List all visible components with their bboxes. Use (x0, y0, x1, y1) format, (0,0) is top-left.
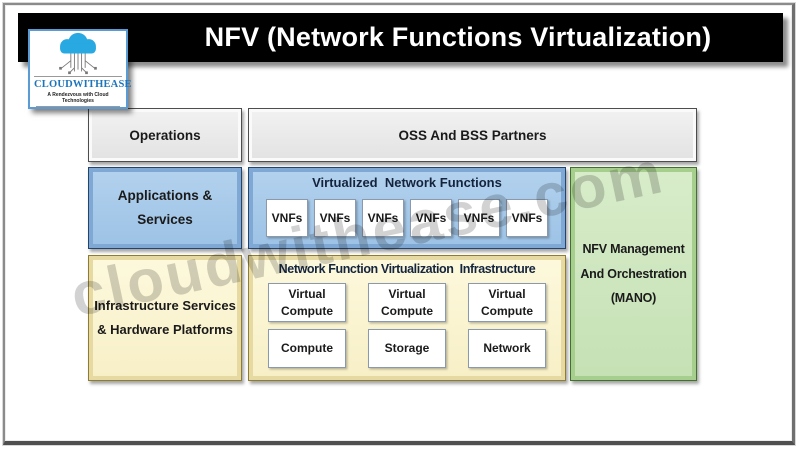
virtual-compute-box: Virtual Compute (268, 283, 346, 322)
infrastructure-box: Infrastructure Services & Hardware Platf… (88, 255, 242, 381)
vnf-label: VNFs (511, 211, 543, 225)
nfvi-title: Network Function Virtualization Infrastr… (278, 262, 536, 276)
vnf-item: VNFs (458, 199, 500, 237)
virtual-compute-box: Virtual Compute (468, 283, 546, 322)
nfvi-virtual-row: Virtual Compute Virtual Compute Virtual … (268, 283, 546, 322)
logo-name: CLOUDWITHEASE (34, 76, 132, 90)
network-label: Network (483, 341, 531, 356)
vnf-row: VNFs VNFs VNFs VNFs VNFs VNFs (266, 199, 548, 237)
virtual-compute-label: Virtual Compute (481, 287, 533, 318)
network-box: Network (468, 329, 546, 368)
vnf-label: VNFs (319, 211, 351, 225)
compute-label: Compute (281, 341, 333, 356)
mano-box: NFV Management And Orchestration (MANO) (570, 167, 697, 381)
applications-services-label: Applications & Services (117, 187, 213, 227)
vnf-layer-title: Virtualized Network Functions (312, 175, 502, 190)
compute-box: Compute (268, 329, 346, 368)
applications-services-box: Applications & Services (88, 167, 242, 249)
title-bar: NFV (Network Functions Virtualization) (18, 13, 783, 62)
mano-label: NFV Management And Orchestration (MANO) (580, 242, 687, 306)
vnf-item: VNFs (410, 199, 452, 237)
vnf-item: VNFs (362, 199, 404, 237)
vnf-item: VNFs (266, 199, 308, 237)
vnf-label: VNFs (463, 211, 495, 225)
nfvi-box: Network Function Virtualization Infrastr… (248, 255, 566, 381)
virtual-compute-label: Virtual Compute (381, 287, 433, 318)
storage-box: Storage (368, 329, 446, 368)
operations-label: Operations (129, 127, 201, 143)
storage-label: Storage (384, 341, 430, 356)
operations-box: Operations (88, 108, 242, 162)
logo: CLOUDWITHEASE A Rendezvous with Cloud Te… (28, 29, 132, 109)
vnf-layer-box: Virtualized Network Functions VNFs VNFs … (248, 167, 566, 249)
vnf-label: VNFs (367, 211, 399, 225)
cloud-circuit-icon (59, 32, 97, 75)
virtual-compute-box: Virtual Compute (368, 283, 446, 322)
oss-bss-partners-label: OSS And BSS Partners (398, 127, 547, 143)
infrastructure-label: Infrastructure Services & Hardware Platf… (94, 297, 236, 337)
virtual-compute-label: Virtual Compute (281, 287, 333, 318)
slide-frame (3, 3, 795, 445)
vnf-label: VNFs (271, 211, 303, 225)
nfvi-resource-row: Compute Storage Network (268, 329, 546, 368)
oss-bss-partners-box: OSS And BSS Partners (248, 108, 697, 162)
vnf-item: VNFs (506, 199, 548, 237)
page-title: NFV (Network Functions Virtualization) (204, 22, 712, 52)
logo-tagline: A Rendezvous with Cloud Technologies (36, 90, 120, 107)
vnf-item: VNFs (314, 199, 356, 237)
vnf-label: VNFs (415, 211, 447, 225)
